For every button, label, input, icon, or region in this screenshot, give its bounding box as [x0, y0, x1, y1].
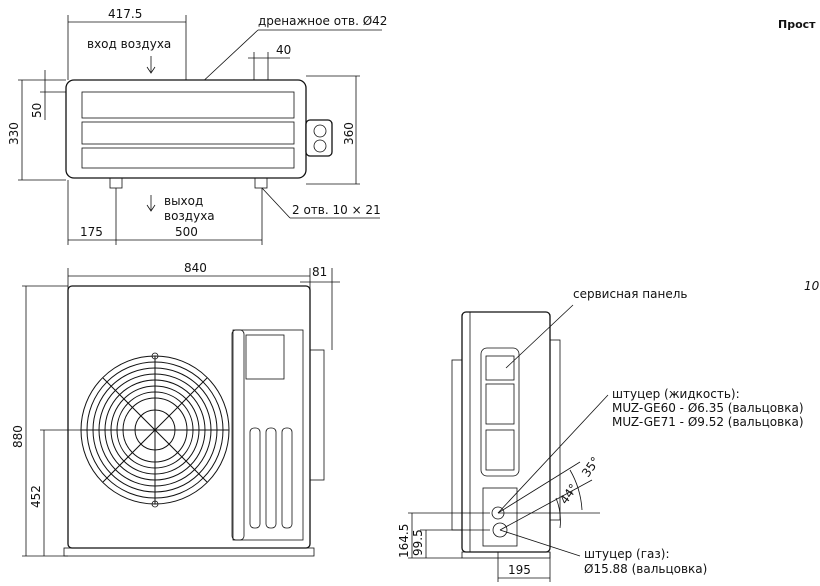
fan-grill: [80, 355, 230, 505]
label-air-in: вход воздуха: [87, 37, 171, 51]
panel-part: [485, 355, 515, 381]
dim-330: 330: [7, 122, 21, 145]
handle-slot: [231, 329, 245, 541]
dim-81: 81: [312, 265, 327, 279]
dim-50: 50: [30, 103, 44, 118]
side-valve: [309, 349, 325, 481]
angle-ray-35: [497, 461, 581, 514]
side-rail: [451, 359, 463, 531]
slot-1: [81, 91, 295, 119]
dim-40: 40: [276, 43, 291, 57]
angle-arc-35: [569, 469, 583, 511]
dim-partial: 10: [804, 279, 820, 293]
valve-box: [482, 487, 518, 547]
arrow-head: [146, 66, 156, 74]
leader-service-panel: [505, 304, 574, 369]
dim-452: 452: [29, 485, 43, 508]
base-rail: [63, 547, 315, 557]
dim-360: 360: [342, 122, 356, 145]
front-view: 840 81 109: [11, 261, 340, 557]
gas-valve: [492, 522, 508, 538]
label-liquid-title: штуцер (жидкость):: [612, 387, 740, 401]
vent-slot: [249, 427, 261, 529]
valve-circle: [313, 124, 327, 138]
dim-164-5: 164.5: [397, 524, 411, 558]
unit-body-top: [65, 79, 307, 179]
valve-circle: [313, 139, 327, 153]
foot: [109, 177, 123, 189]
grill-bolt: [151, 352, 159, 360]
dim-175: 175: [80, 225, 103, 239]
vent-slot: [281, 427, 293, 529]
leader-holes: [261, 187, 291, 219]
label-air-out-1: выход: [164, 194, 203, 208]
label-gas-title: штуцер (газ):: [584, 547, 670, 561]
label-liquid-ge71: MUZ-GE71 - Ø9.52 (вальцовка): [612, 415, 804, 429]
leader-liquid: [497, 394, 609, 514]
label-liquid-ge60: MUZ-GE60 - Ø6.35 (вальцовка): [612, 401, 804, 415]
dim-417-5: 417.5: [108, 7, 142, 21]
label-service-panel: сервисная панель: [573, 287, 687, 301]
base: [461, 551, 551, 559]
side-rail-right: [549, 339, 561, 521]
dim-195: 195: [508, 563, 531, 577]
label-holes: 2 отв. 10 × 21: [292, 203, 381, 217]
label-drain-hole: дренажное отв. Ø42: [258, 14, 387, 28]
dim-500: 500: [175, 225, 198, 239]
leader-gas: [499, 529, 581, 557]
angle-arc-44: [555, 497, 561, 529]
clipped-right-content: Прост 10: [778, 18, 820, 293]
window: [245, 334, 285, 380]
dim-880: 880: [11, 425, 25, 448]
slot-3: [81, 147, 295, 169]
panel-part: [485, 383, 515, 425]
foot: [254, 177, 268, 189]
top-view: 417.5 вход воздуха дренажное отв. Ø42 40…: [7, 7, 387, 245]
vent-slot: [265, 427, 277, 529]
dim-99-5: 99.5: [411, 529, 425, 556]
slot-2: [81, 121, 295, 145]
angle-35: 35°: [579, 454, 603, 479]
heading-partial: Прост: [778, 18, 816, 31]
arrow-head: [146, 204, 156, 212]
grill-bolt: [151, 500, 159, 508]
dim-840: 840: [184, 261, 207, 275]
angle-ray-44: [499, 479, 593, 531]
panel-part: [485, 429, 515, 471]
service-side: [232, 329, 304, 541]
label-air-out-2: воздуха: [164, 209, 215, 223]
service-panel: [480, 347, 520, 477]
label-gas-size: Ø15.88 (вальцовка): [584, 562, 707, 576]
unit-body-front: [67, 285, 311, 549]
side-view: сервисная панель штуцер (жидкость): MUZ-…: [397, 287, 804, 582]
